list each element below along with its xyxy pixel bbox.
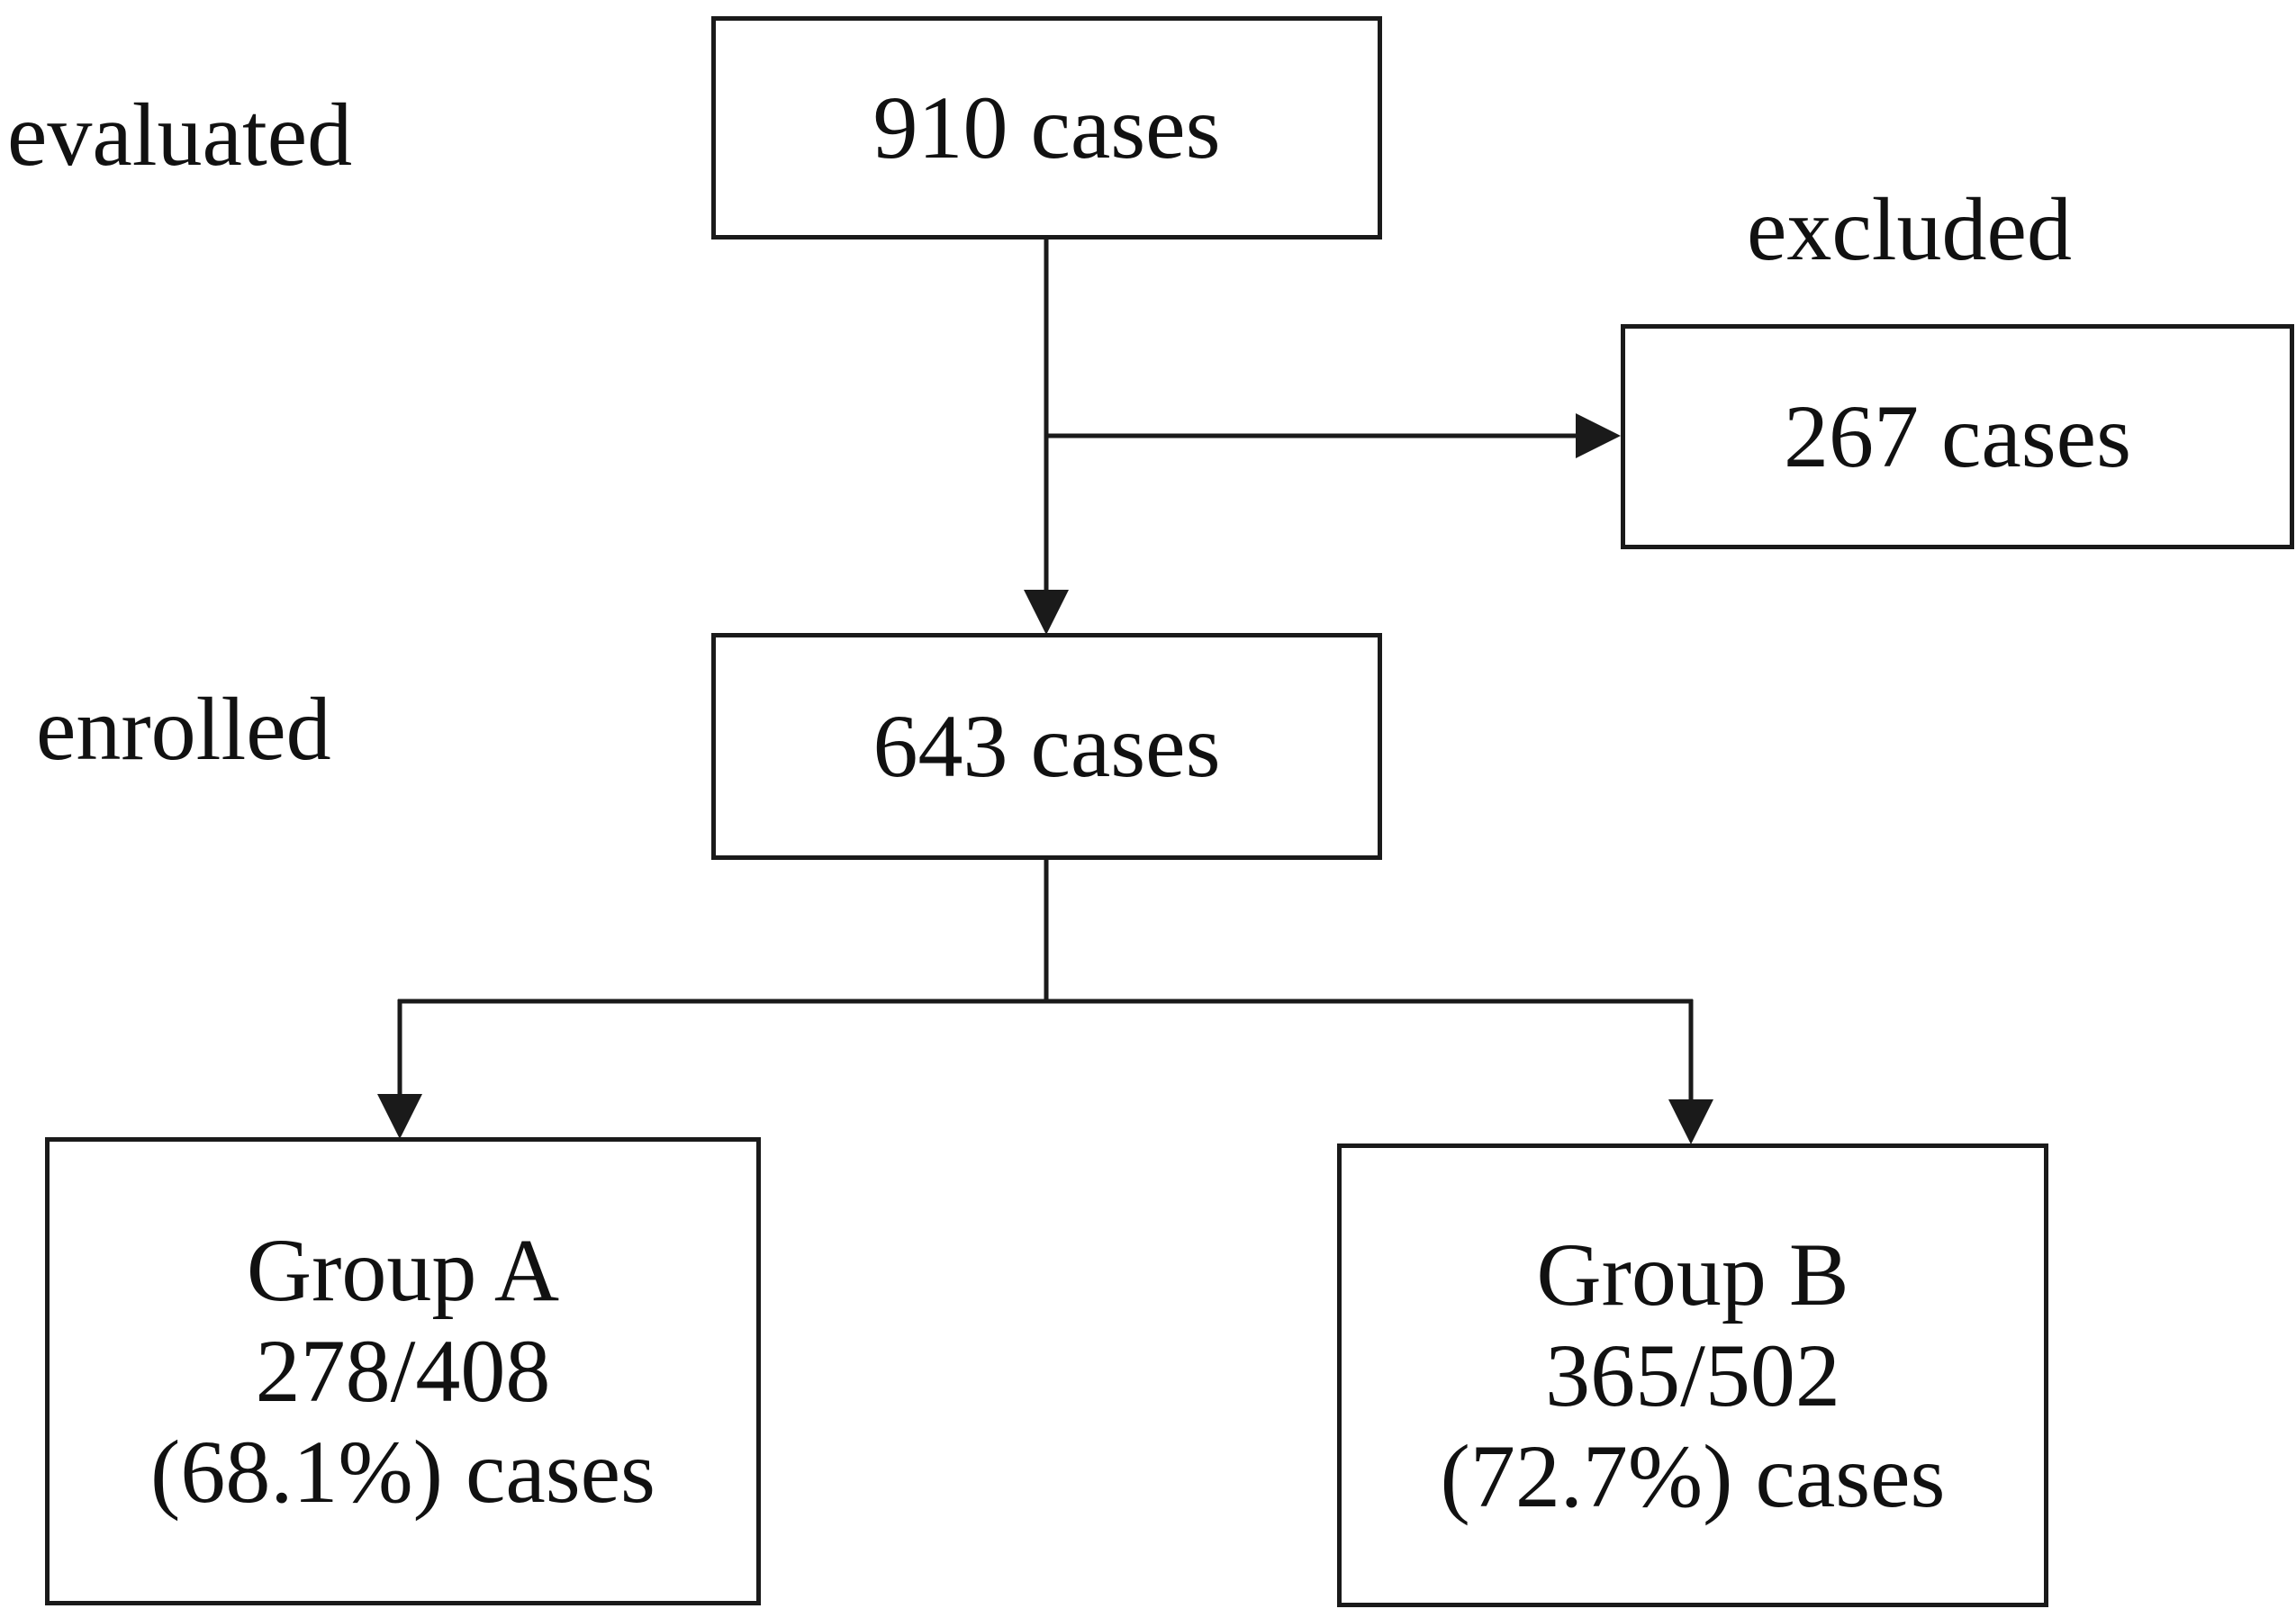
box-excluded: 267 cases — [1621, 324, 2294, 549]
box-group-b: Group B 365/502 (72.7%) cases — [1337, 1143, 2048, 1607]
group-b-name: Group B — [1536, 1224, 1849, 1324]
box-evaluated-text: 910 cases — [872, 77, 1221, 177]
stage-label-enrolled: enrolled — [36, 679, 331, 779]
stage-label-evaluated: evaluated — [7, 85, 353, 185]
group-a-percent: (68.1%) cases — [150, 1422, 655, 1522]
box-group-a: Group A 278/408 (68.1%) cases — [45, 1137, 761, 1605]
box-enrolled: 643 cases — [711, 633, 1382, 860]
group-b-percent: (72.7%) cases — [1440, 1425, 1946, 1526]
box-enrolled-text: 643 cases — [872, 696, 1221, 796]
box-excluded-text: 267 cases — [1784, 386, 2131, 486]
group-a-ratio: 278/408 — [255, 1321, 551, 1421]
stage-label-excluded: excluded — [1747, 179, 2072, 279]
group-a-name: Group A — [246, 1220, 560, 1320]
box-evaluated: 910 cases — [711, 16, 1382, 240]
group-b-ratio: 365/502 — [1545, 1324, 1840, 1425]
